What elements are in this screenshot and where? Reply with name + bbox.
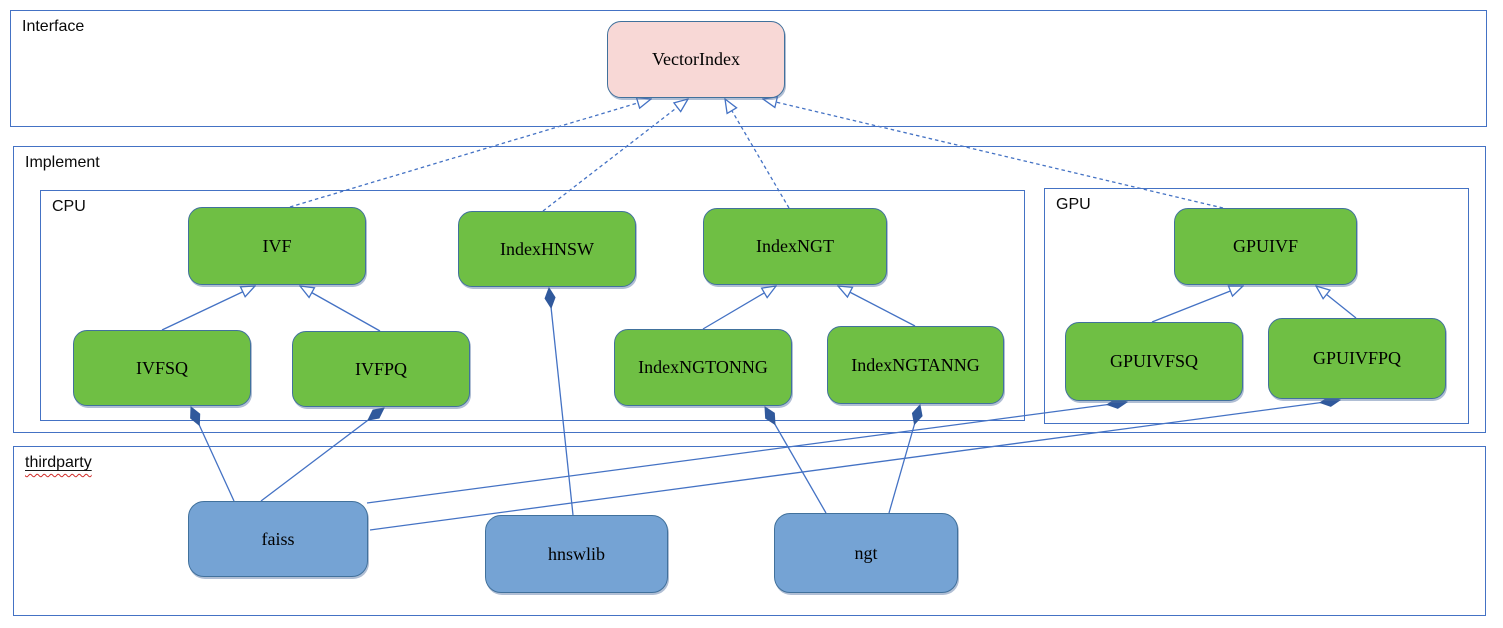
container-thirdparty[interactable]: thirdparty [13, 446, 1486, 616]
node-faiss[interactable]: faiss [188, 501, 368, 577]
edge-faiss-gpuivfpq [369, 400, 1340, 531]
container-implement[interactable]: Implement [13, 146, 1486, 433]
node-vectorindex-label: VectorIndex [652, 49, 740, 69]
node-gpuivf[interactable]: GPUIVF [1174, 208, 1357, 285]
edge-indexngtonng-indexngt [702, 286, 776, 330]
node-gpuivfsq-label: GPUIVFSQ [1109, 351, 1199, 371]
node-indexngt[interactable]: IndexNGT [703, 208, 887, 285]
node-ivfpq[interactable]: IVFPQ [292, 331, 470, 407]
edge-ivf-vectorindex [289, 99, 651, 208]
node-indexngtonng-label: IndexNGTONNG [638, 357, 768, 377]
container-gpu[interactable]: GPU [1044, 188, 1469, 424]
node-hnswlib[interactable]: hnswlib [485, 515, 668, 593]
edge-ngt-indexngtanng [888, 405, 920, 514]
node-faiss-label: faiss [261, 528, 295, 549]
edge-ivfpq-ivf [300, 286, 381, 332]
node-vectorindex[interactable]: VectorIndex [607, 21, 785, 98]
node-ivfsq[interactable]: IVFSQ [73, 330, 251, 406]
container-thirdparty-label: thirdparty [25, 454, 92, 472]
node-ngt[interactable]: ngt [774, 513, 958, 593]
edge-indexngt-vectorindex [725, 99, 790, 209]
node-ngt-label: ngt [854, 542, 878, 563]
edge-gpuivfsq-gpuivf [1151, 286, 1243, 323]
edge-hnswlib-indexhnsw [549, 288, 574, 516]
node-indexhnsw-label: IndexHNSW [500, 238, 594, 259]
node-gpuivfpq[interactable]: GPUIVFPQ [1268, 318, 1446, 399]
container-implement-label: Implement [25, 154, 100, 171]
edge-gpuivfpq-gpuivf [1316, 286, 1357, 319]
node-indexhnsw[interactable]: IndexHNSW [458, 211, 636, 287]
node-gpuivfpq-label: GPUIVFPQ [1312, 348, 1402, 368]
edge-indexhnsw-vectorindex [542, 99, 688, 212]
edge-indexngtanng-indexngt [838, 286, 916, 327]
edge-faiss-ivfpq [260, 408, 384, 502]
container-thirdparty-label-text: thirdparty [25, 454, 92, 471]
edge-ivfsq-ivf [161, 286, 255, 331]
edge-faiss-gpuivfsq [366, 402, 1127, 504]
node-ivf[interactable]: IVF [188, 207, 366, 285]
container-cpu[interactable]: CPU [40, 190, 1025, 421]
node-indexngt-label: IndexNGT [756, 236, 834, 256]
node-indexngtonng[interactable]: IndexNGTONNG [614, 329, 792, 406]
node-ivfsq-label: IVFSQ [135, 357, 188, 378]
node-indexngtanng-label: IndexNGTANNG [851, 354, 980, 375]
node-ivf-label: IVF [262, 235, 292, 256]
container-gpu-label: GPU [1056, 196, 1091, 213]
edge-ngt-indexngtonng [764, 407, 827, 514]
edge-faiss-ivfsq [191, 407, 235, 502]
container-interface[interactable]: Interface [10, 10, 1487, 127]
node-ivfpq-label: IVFPQ [354, 358, 407, 379]
node-hnswlib-label: hnswlib [547, 543, 605, 564]
container-cpu-label: CPU [52, 198, 86, 215]
edge-gpuivf-vectorindex [763, 99, 1224, 209]
node-indexngtanng[interactable]: IndexNGTANNG [827, 326, 1004, 404]
node-gpuivf-label: GPUIVF [1232, 236, 1298, 256]
container-interface-label: Interface [22, 18, 85, 35]
node-gpuivfsq[interactable]: GPUIVFSQ [1065, 322, 1243, 401]
